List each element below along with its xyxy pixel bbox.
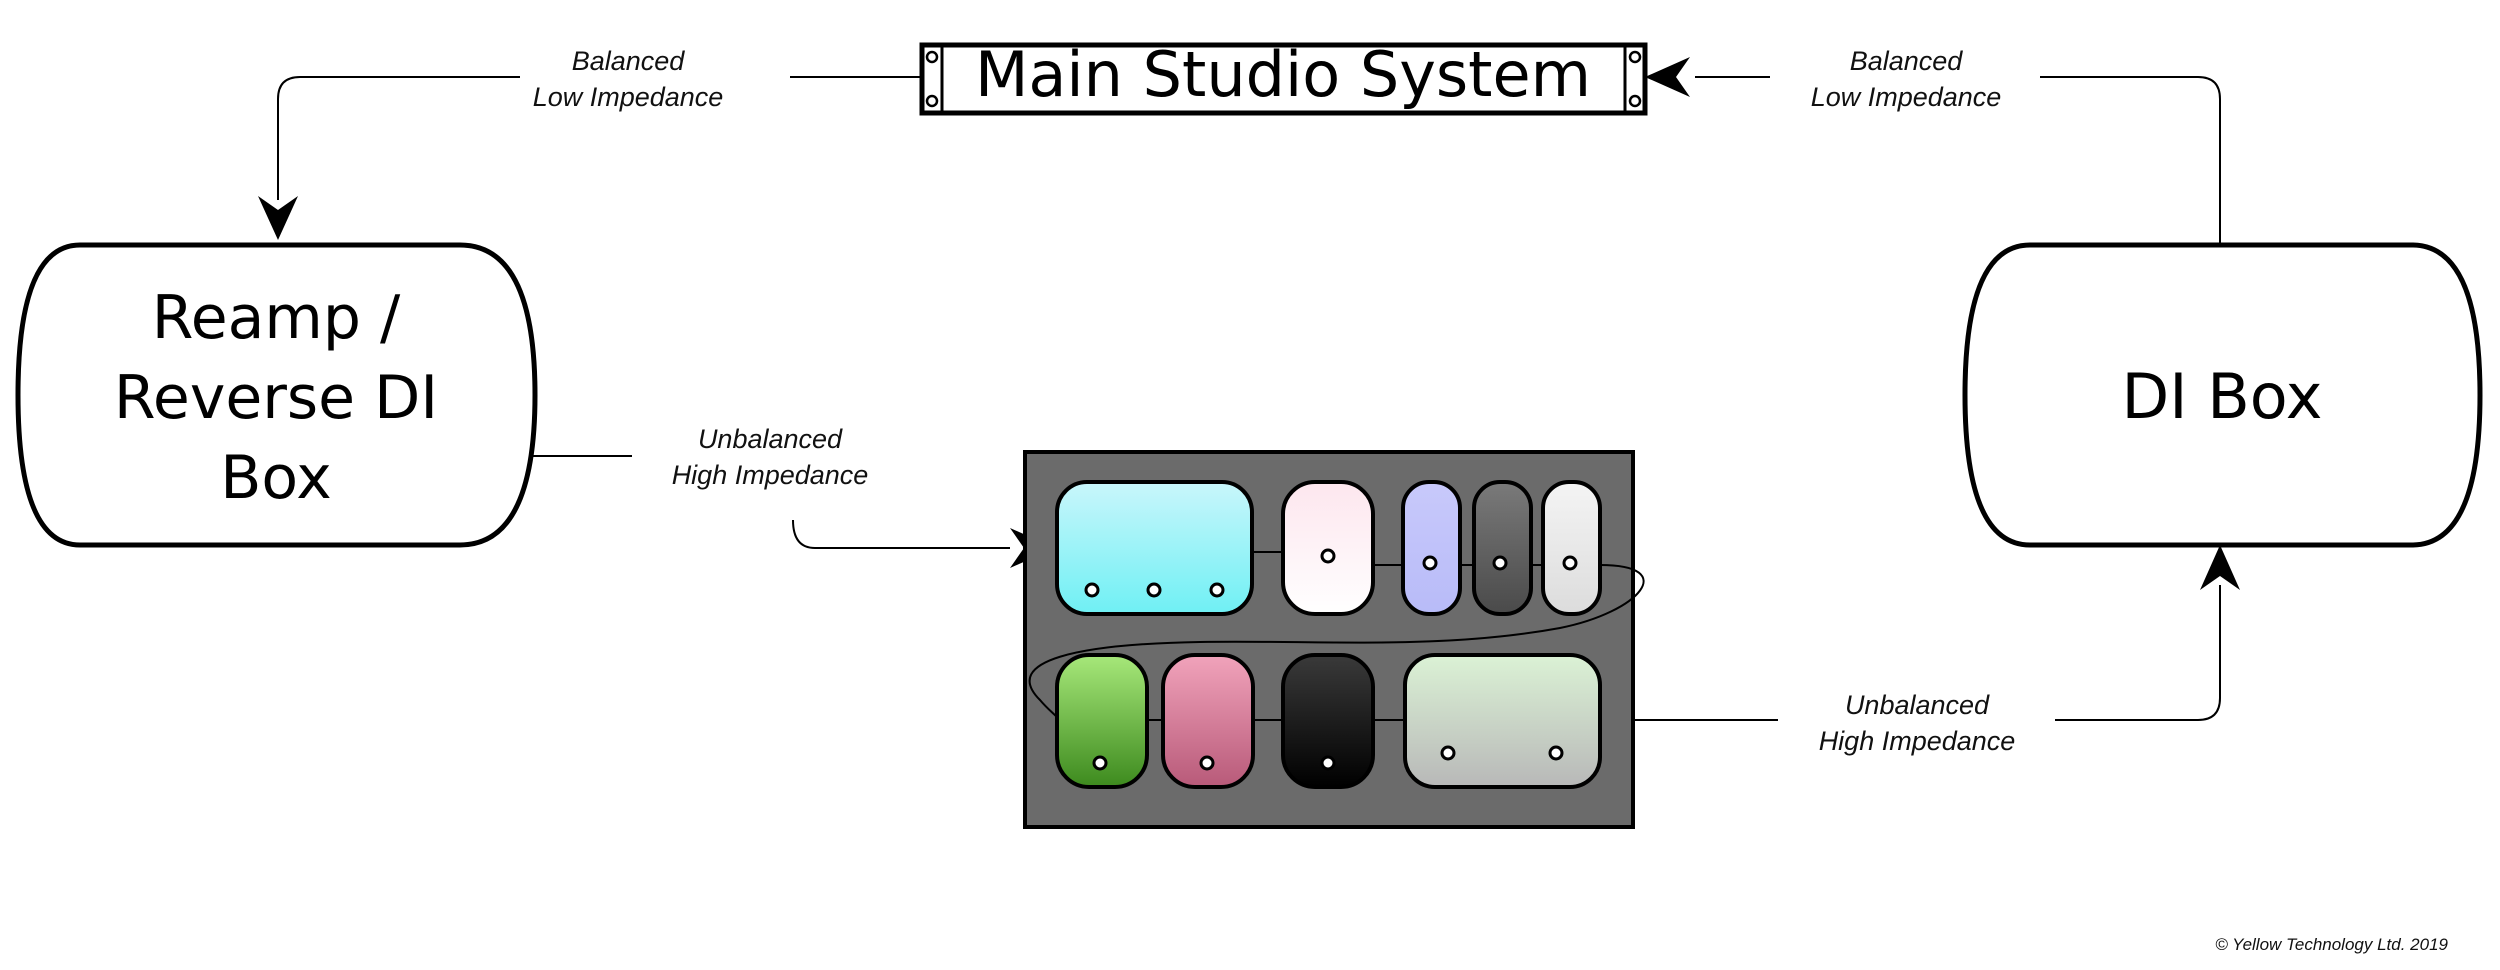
edge-reamp-to-board-label-line2: High Impedance xyxy=(672,460,869,490)
edge-reamp-to-board-label-line1: Unbalanced xyxy=(698,424,843,454)
rack-screw-icon xyxy=(925,50,939,64)
edge-di-to-main-label-line2: Low Impedance xyxy=(1811,82,2002,112)
knob-icon xyxy=(1199,755,1215,771)
arrowhead-into-reamp xyxy=(258,196,298,240)
di-box-label: DI Box xyxy=(2122,360,2323,433)
dark-grey-pedal xyxy=(1472,480,1533,616)
edge-di-to-main-line xyxy=(1695,76,2221,245)
knob-icon xyxy=(1146,582,1162,598)
knob-icon xyxy=(1092,755,1108,771)
edge-main-to-reamp-label-line2: Low Impedance xyxy=(533,82,724,112)
knob-icon xyxy=(1440,745,1456,761)
reamp-box-label-line1: Reamp / xyxy=(152,283,401,353)
edge-board-to-di-line xyxy=(1628,585,2221,721)
rack-screw-icon xyxy=(1628,50,1642,64)
knob-icon xyxy=(1562,555,1578,571)
reamp-box-label-line3: Box xyxy=(220,443,332,513)
arrowhead-into-di xyxy=(2200,545,2240,590)
knob-icon xyxy=(1422,555,1438,571)
reamp-box-node: Reamp / Reverse DI Box xyxy=(15,242,538,548)
edge-board-to-di-label-line2: High Impedance xyxy=(1819,726,2016,756)
edge-main-to-reamp-label-line1: Balanced xyxy=(572,46,686,76)
rose-pedal xyxy=(1161,653,1255,789)
knob-icon xyxy=(1320,548,1336,564)
edge-di-to-main-label-line1: Balanced xyxy=(1850,46,1964,76)
knob-icon xyxy=(1084,582,1100,598)
black-pedal xyxy=(1281,653,1375,789)
rack-screw-icon xyxy=(1628,94,1642,108)
green-pedal xyxy=(1055,653,1149,789)
knob-icon xyxy=(1209,582,1225,598)
copyright-notice: © Yellow Technology Ltd. 2019 xyxy=(2215,935,2448,954)
sage-pedal xyxy=(1403,653,1602,789)
white-pedal xyxy=(1541,480,1602,616)
cyan-pedal xyxy=(1055,480,1254,616)
knob-icon xyxy=(1548,745,1564,761)
main-studio-system-node: Main Studio System xyxy=(919,38,1648,116)
edge-board-to-di-label-line1: Unbalanced xyxy=(1845,690,1990,720)
rack-screw-icon xyxy=(925,94,939,108)
knob-icon xyxy=(1492,555,1508,571)
edge-main-to-reamp-line xyxy=(277,76,935,200)
edge-reamp-to-board-line xyxy=(533,455,1010,549)
lavender-pedal xyxy=(1401,480,1462,616)
di-box-node: DI Box xyxy=(1962,242,2483,548)
main-studio-system-label: Main Studio System xyxy=(975,38,1591,111)
pedalboard-node xyxy=(1023,450,1645,829)
patch-cable xyxy=(1028,551,1645,721)
arrowhead-into-main xyxy=(1645,57,1690,97)
pink-pedal xyxy=(1281,480,1375,616)
reamp-box-label-line2: Reverse DI xyxy=(114,363,438,433)
knob-icon xyxy=(1320,755,1336,771)
